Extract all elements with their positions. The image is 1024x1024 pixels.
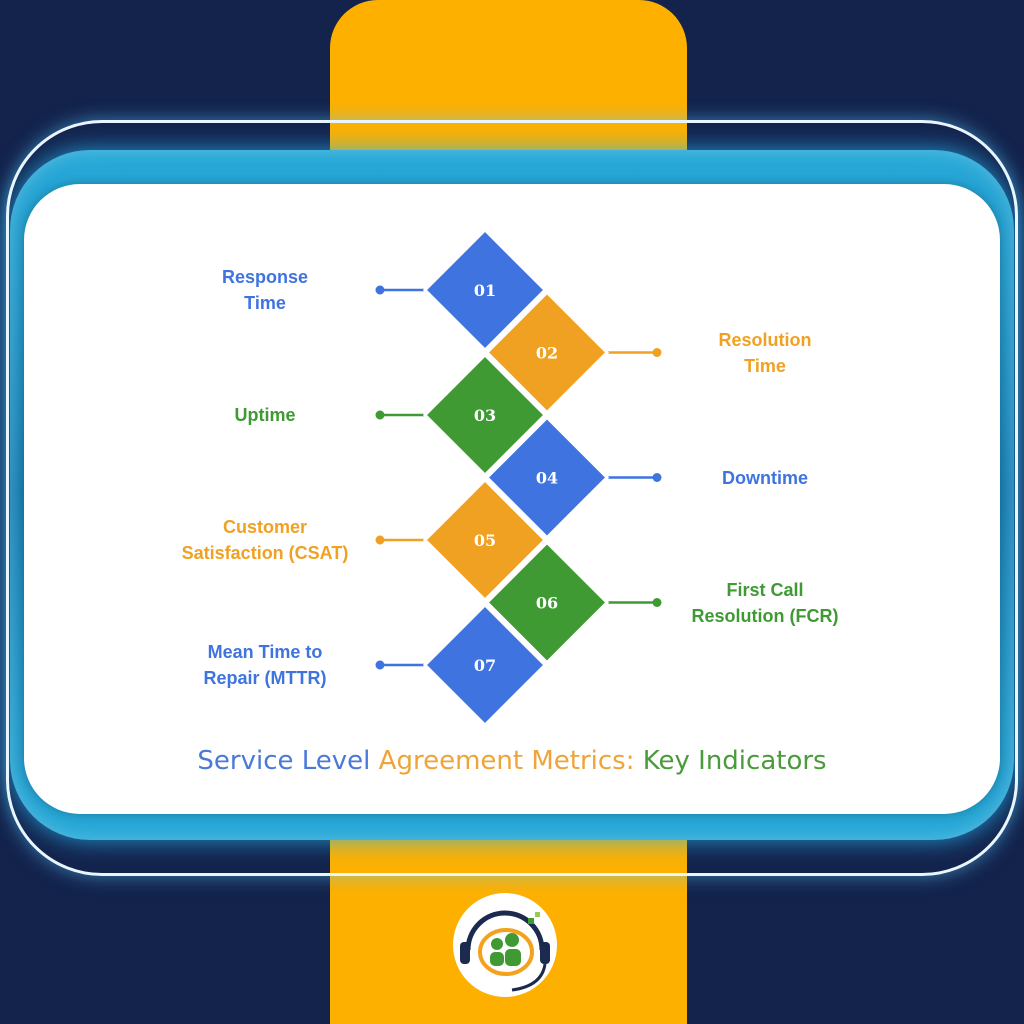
diamond-07 — [422, 602, 548, 728]
diamond-number-05: 05 — [474, 531, 496, 550]
frame-outline — [6, 120, 1018, 876]
metric-label-01: Response Time — [221, 267, 309, 313]
connector-dot-03 — [375, 410, 385, 420]
diamond-number-01: 01 — [474, 281, 496, 300]
title-part-2: Agreement Metrics: — [378, 746, 635, 776]
metric-label-06: First Call Resolution (FCR) — [691, 579, 839, 626]
connector-dot-02 — [652, 348, 662, 357]
metric-label-05: Customer Satisfaction (CSAT) — [181, 517, 349, 563]
diamond-number-07: 07 — [474, 656, 496, 675]
connector-dot-07 — [375, 660, 385, 670]
diagram-title: Service Level Agreement Metrics: Key Ind… — [0, 746, 1024, 776]
connector-dot-06 — [652, 598, 662, 607]
metric-label-04: Downtime — [721, 467, 808, 488]
connector-dot-05 — [375, 535, 385, 545]
headset-people-icon — [453, 893, 557, 997]
connector-dot-01 — [375, 285, 385, 295]
diamond-number-06: 06 — [536, 594, 558, 613]
diamond-03 — [422, 352, 548, 478]
diamond-05 — [422, 477, 548, 603]
title-part-1: Service Level — [197, 746, 371, 776]
metric-label-07: Mean Time to Repair (MTTR) — [203, 642, 327, 688]
title-part-3: Key Indicators — [642, 746, 827, 776]
diamond-06 — [484, 540, 610, 665]
metric-label-03: Uptime — [234, 405, 296, 425]
diamond-number-02: 02 — [536, 344, 558, 363]
diamond-number-04: 04 — [536, 469, 558, 488]
diamond-02 — [484, 290, 610, 415]
metric-label-02: Resolution Time — [718, 329, 812, 376]
diamond-number-03: 03 — [474, 406, 496, 425]
diamond-04 — [484, 415, 610, 540]
diamond-01 — [422, 227, 548, 353]
connector-dot-04 — [652, 473, 662, 482]
